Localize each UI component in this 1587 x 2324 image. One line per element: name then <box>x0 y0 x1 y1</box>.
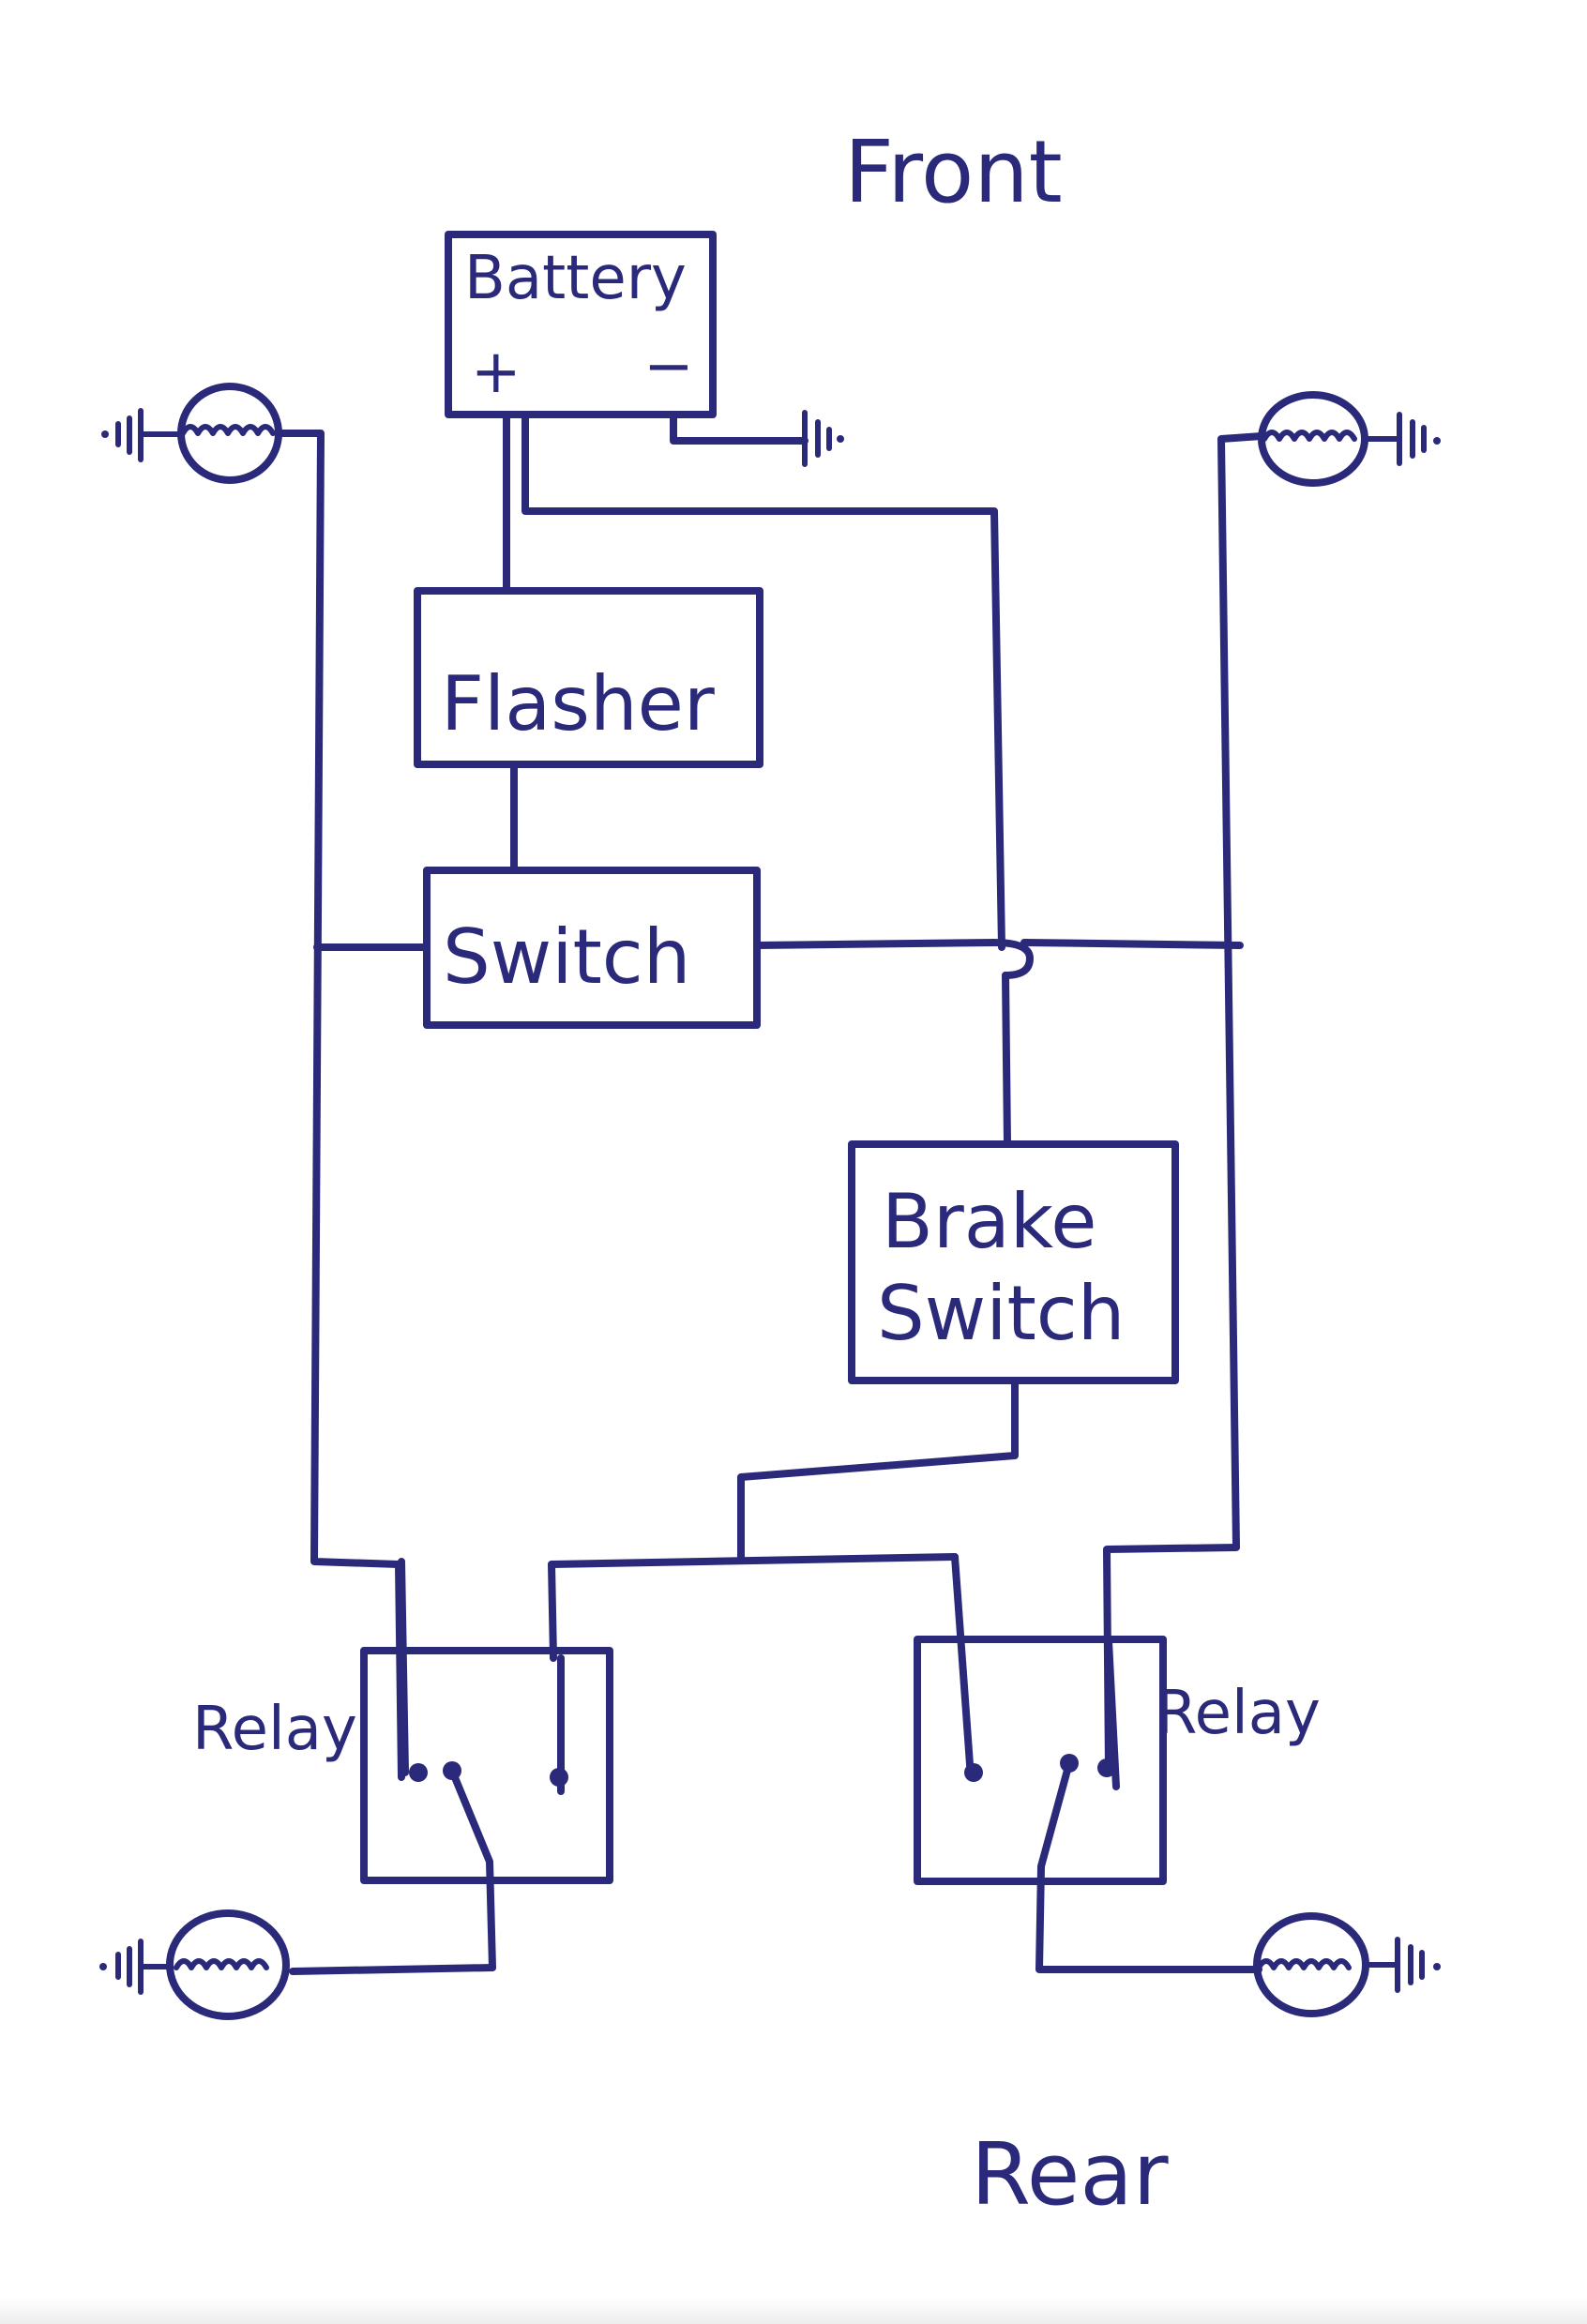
relay-left-label: Relay <box>192 1695 357 1764</box>
battery-minus: − <box>643 332 694 401</box>
switch-box: Switch <box>423 867 761 1029</box>
switch-label: Switch <box>443 913 691 1001</box>
battery-label: Battery <box>464 244 687 313</box>
page-edge-shadow <box>0 2298 1587 2324</box>
relay-right <box>914 1553 1262 1973</box>
bulb-icon-front-right <box>1258 391 1368 487</box>
rear-label: Rear <box>971 2124 1169 2225</box>
flasher-box: Flasher <box>414 587 763 768</box>
brake-switch-box: Brake Switch <box>848 1140 1179 1384</box>
bulb-icon-rear-left <box>166 1909 290 2020</box>
ground-icon <box>802 410 844 467</box>
battery-plus: + <box>471 338 521 407</box>
ground-icon-rear-right <box>1363 1937 1441 1993</box>
ground-icon-front-left <box>101 408 184 462</box>
bulb-icon-front-left <box>177 383 282 484</box>
brake-switch-label-1: Brake <box>882 1178 1097 1265</box>
front-label: Front <box>844 122 1063 222</box>
bulb-icon-rear-right <box>1253 1912 1369 2017</box>
flasher-label: Flasher <box>441 660 715 747</box>
ground-icon-rear-left <box>99 1939 174 1995</box>
relay-left <box>360 1558 613 1971</box>
relay-right-label: Relay <box>1156 1679 1321 1748</box>
battery-box: Battery + − <box>445 231 717 418</box>
brake-switch-label-2: Switch <box>877 1270 1126 1357</box>
ground-icon-front-right <box>1362 412 1441 466</box>
